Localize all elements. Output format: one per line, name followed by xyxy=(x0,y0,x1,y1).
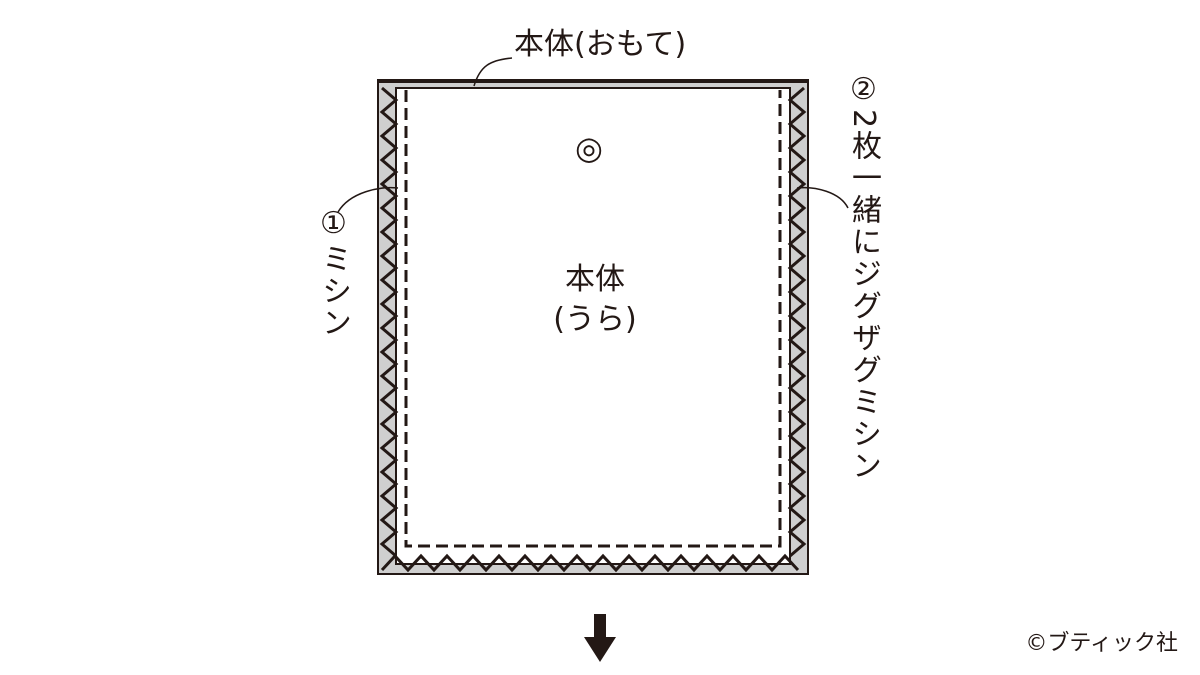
zigzag-stitch-bottom xyxy=(380,553,800,573)
step2-label: ②2枚一緒にジグザグミシン xyxy=(846,72,881,483)
inner-label: 本体 (うら) xyxy=(520,260,670,340)
inner-label-line2: (うら) xyxy=(553,302,637,337)
seam-line xyxy=(404,90,782,548)
copyright-credit: ©ブティック社 xyxy=(1025,631,1178,656)
outer-label: 本体(おもて) xyxy=(514,27,687,62)
down-arrow-icon xyxy=(584,614,616,662)
zigzag-stitch-left xyxy=(379,86,399,558)
step1-label: ①ミシン xyxy=(316,206,351,339)
leader-step1 xyxy=(337,186,399,213)
leader-step2 xyxy=(796,186,849,209)
leader-outer xyxy=(473,57,513,87)
fabric-inner xyxy=(395,87,791,565)
center-mark: ◎ xyxy=(575,129,603,167)
zigzag-stitch-right xyxy=(787,86,807,558)
inner-label-line1: 本体 xyxy=(565,262,625,297)
